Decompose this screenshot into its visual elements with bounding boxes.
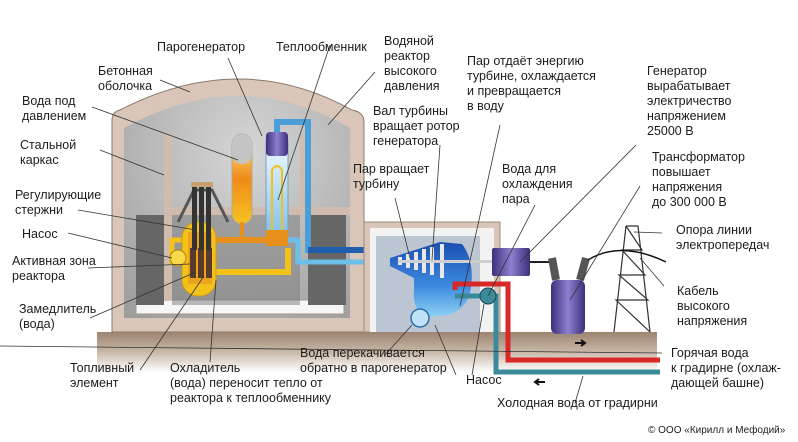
steel-frame xyxy=(164,134,172,300)
transformer xyxy=(548,256,590,334)
label-primary-pump: Насос xyxy=(22,227,58,241)
label-turbine-shaft: Вал турбины вращает ротор генератора xyxy=(373,104,460,148)
label-transformer: Трансформатор повышает напряжения до 300… xyxy=(652,150,745,209)
label-pwr: Водяной реактор высокого давления xyxy=(384,34,440,93)
label-generator: Генератор вырабатывает электричество нап… xyxy=(647,64,732,138)
label-cooling-water: Вода для охлаждения пара xyxy=(502,162,573,206)
label-cold-water: Холодная вода от градирни xyxy=(497,396,658,410)
control-rods xyxy=(176,182,230,250)
label-hot-water: Горячая вода к градирне (охлаж- дающей б… xyxy=(671,346,781,390)
label-reactor-core: Активная зона реактора xyxy=(12,254,96,283)
label-control-rods: Регулирующие стержни xyxy=(15,188,102,217)
primary-pump xyxy=(169,249,187,267)
label-secondary-pump: Насос xyxy=(466,373,502,387)
label-water-pumped-back: Вода перекачивается обратно в парогенера… xyxy=(300,346,447,375)
label-heat-exchanger: Теплообменник xyxy=(276,40,367,54)
label-fuel-element: Топливный элемент xyxy=(70,361,135,390)
turbine-shaft xyxy=(398,260,494,263)
heat-exchanger-tube xyxy=(271,165,283,232)
label-pylon: Опора линии электропередач xyxy=(676,223,770,252)
cooling-cold-pipe xyxy=(455,293,660,375)
label-steam-turns-turbine: Пар вращает турбину xyxy=(353,162,430,191)
label-pressurized-water: Вода под давлением xyxy=(22,94,87,123)
cooling-hot-pipe xyxy=(452,281,660,363)
reactor-core xyxy=(190,248,212,278)
label-coolant: Охладитель (вода) переносит тепло от реа… xyxy=(170,361,332,405)
copyright: © ООО «Кирилл и Мефодий» xyxy=(648,425,786,436)
label-steel-frame: Стальной каркас xyxy=(20,138,77,167)
label-steam-energy: Пар отдаёт энергию турбине, охлаждается … xyxy=(467,54,596,113)
label-hv-cable: Кабель высокого напряжения xyxy=(677,284,748,328)
hv-cable xyxy=(587,249,667,263)
primary-loop-cold xyxy=(210,248,291,275)
power-pylon xyxy=(613,225,651,333)
label-steam-generator: Парогенератор xyxy=(157,40,246,54)
label-moderator: Замедлитель (вода) xyxy=(19,302,97,331)
label-concrete-shell: Бетонная оболочка xyxy=(98,64,153,93)
feedwater-pump xyxy=(410,308,430,328)
